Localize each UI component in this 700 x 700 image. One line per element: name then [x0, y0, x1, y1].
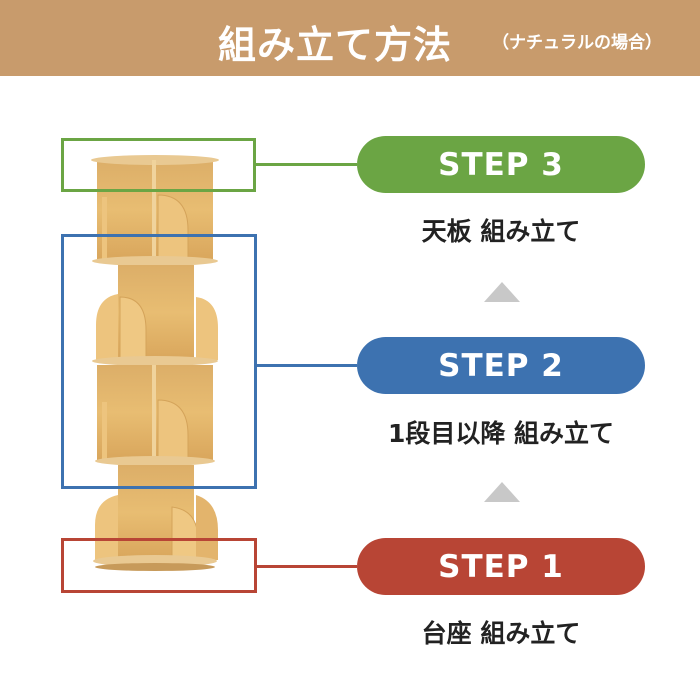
step1-badge: STEP 1: [357, 538, 645, 595]
step2-description: 1段目以降 組み立て: [387, 419, 615, 448]
step2-connector: [257, 364, 357, 367]
header-banner: 組み立て方法 （ナチュラルの場合）: [0, 0, 700, 76]
rotating-bookshelf-image: [91, 155, 219, 571]
step1-connector: [257, 565, 357, 568]
step2-badge: STEP 2: [357, 337, 645, 394]
step3-description: 天板 組み立て: [421, 217, 581, 246]
step3-badge: STEP 3: [357, 136, 645, 193]
page-subtitle: （ナチュラルの場合）: [492, 33, 662, 53]
step3-connector: [256, 163, 357, 166]
up-arrow-icon: [484, 282, 520, 302]
page-title: 組み立て方法: [218, 23, 453, 67]
step1-description: 台座 組み立て: [421, 619, 581, 648]
step2-highlight-box: [61, 234, 257, 489]
up-arrow-icon: [484, 482, 520, 502]
step1-highlight-box: [61, 538, 257, 593]
step3-highlight-box: [61, 138, 256, 192]
